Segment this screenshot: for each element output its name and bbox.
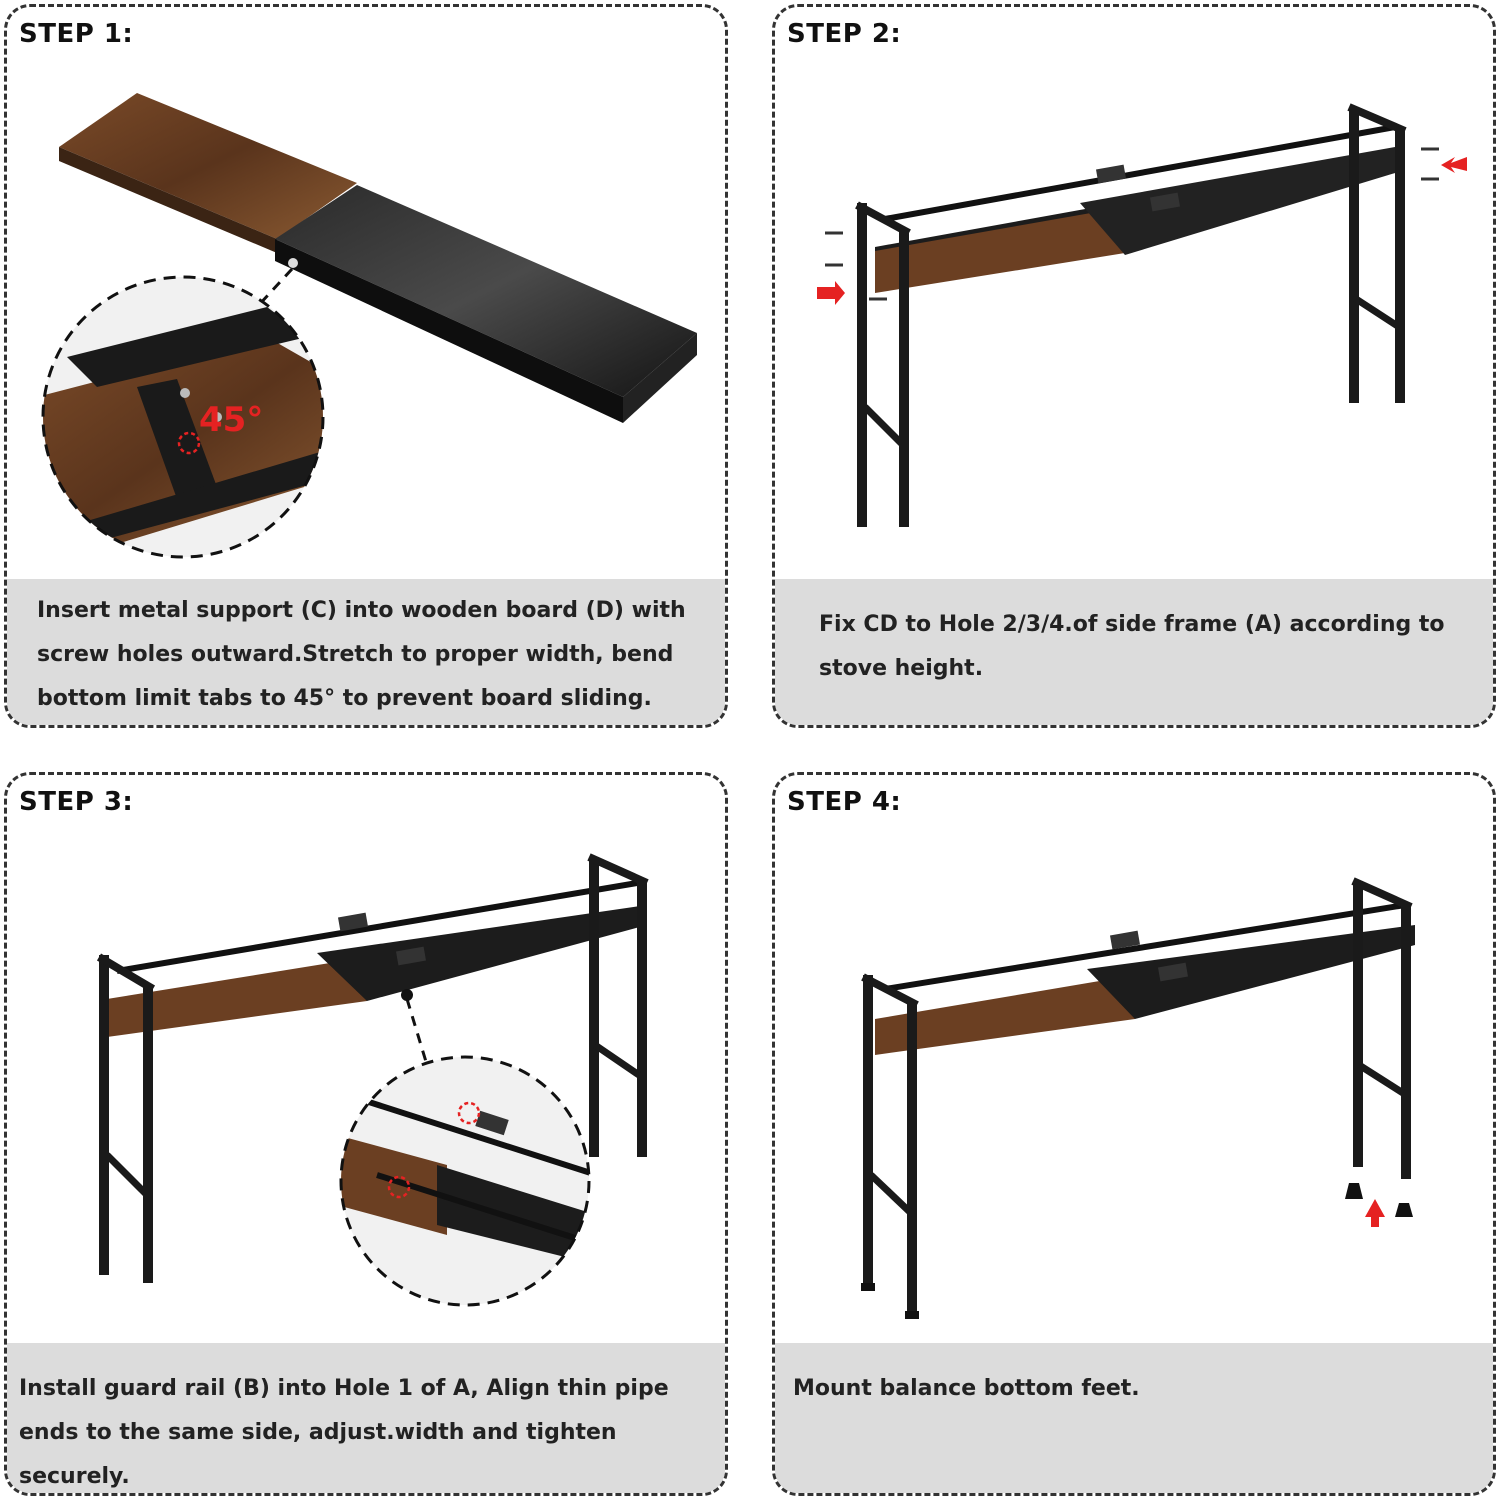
- red-arrow-left: [817, 281, 845, 305]
- red-arrow-up: [1365, 1199, 1385, 1227]
- red-arrow-right: [1441, 157, 1467, 173]
- zoom-detail-tabs: [43, 277, 323, 557]
- wooden-board: [59, 93, 357, 239]
- guard-rail: [884, 902, 1406, 992]
- step-4-illustration: [861, 877, 1415, 1319]
- guard-rail: [116, 880, 638, 974]
- step-4-title: STEP 4:: [787, 787, 902, 817]
- step-3-caption: Install guard rail (B) into Hole 1 of A,…: [19, 1376, 669, 1489]
- step-2-caption-box: Fix CD to Hole 2/3/4.of side frame (A) a…: [775, 579, 1493, 725]
- step-4-panel: STEP 4: Mount balance bottom feet.: [772, 772, 1496, 1496]
- zoom-detail-rail: [341, 1057, 589, 1305]
- step-1-illustration: 45°: [41, 93, 697, 559]
- step-3-illustration: [96, 853, 649, 1307]
- step-4-caption: Mount balance bottom feet.: [793, 1376, 1140, 1401]
- screws-left: [825, 231, 887, 301]
- screws-right: [1421, 147, 1439, 181]
- wooden-shelf: [875, 207, 1125, 293]
- angle-label: 45°: [199, 400, 263, 440]
- step-2-title: STEP 2:: [787, 19, 902, 49]
- step-1-panel: 45° STEP 1: Insert metal support (C) int…: [4, 4, 728, 728]
- step-4-caption-box: Mount balance bottom feet.: [775, 1343, 1493, 1493]
- step-1-caption: Insert metal support (C) into wooden boa…: [37, 598, 686, 711]
- step-3-caption-box: Install guard rail (B) into Hole 1 of A,…: [7, 1343, 725, 1493]
- step-2-caption: Fix CD to Hole 2/3/4.of side frame (A) a…: [819, 612, 1445, 681]
- balance-feet: [1345, 1183, 1413, 1217]
- step-2-illustration: [817, 103, 1467, 527]
- guard-rail: [884, 124, 1396, 222]
- step-1-title: STEP 1:: [19, 19, 134, 49]
- step-2-panel: STEP 2: Fix CD to Hole 2/3/4.of side fra…: [772, 4, 1496, 728]
- step-3-title: STEP 3:: [19, 787, 134, 817]
- step-1-caption-box: Insert metal support (C) into wooden boa…: [7, 579, 725, 725]
- step-3-panel: STEP 3: Install guard rail (B) into Hole…: [4, 772, 728, 1496]
- metal-support: [275, 185, 697, 397]
